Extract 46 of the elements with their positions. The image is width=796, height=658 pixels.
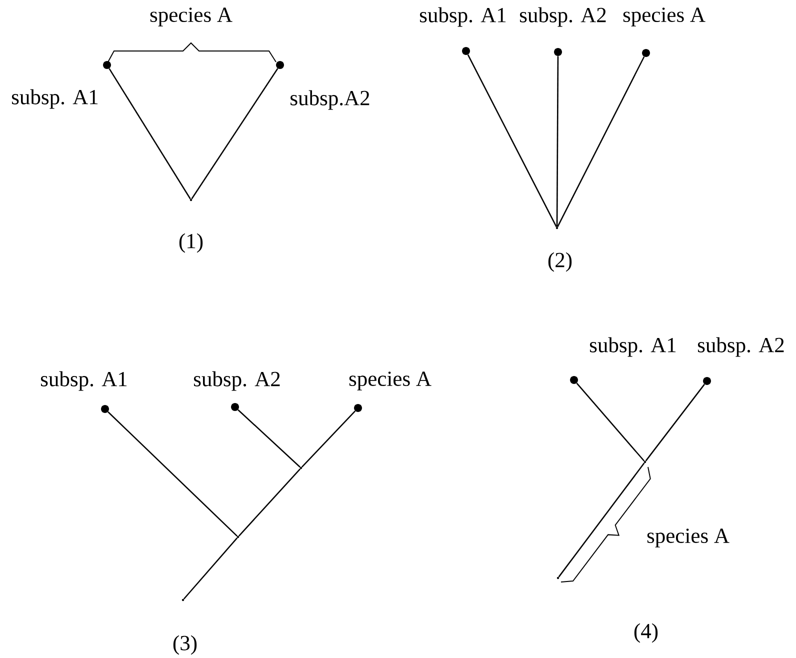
branch-line [556,56,559,227]
tip-dot [554,48,562,56]
branch-line [557,56,645,228]
branch-line [183,538,238,600]
tip-label: subsp. A2 [194,371,280,391]
panel-number: (1) [179,233,203,253]
tip-label: species A [623,8,706,26]
tip-label: subsp.A2 [290,90,370,110]
tip-dot [462,47,470,55]
branch-point [182,598,184,602]
branch-line [467,54,557,228]
branch-line [108,68,191,200]
tip-label: subsp. A1 [420,7,506,27]
branch-point [300,466,302,470]
tip-dot [103,61,111,69]
tip-dot [231,402,239,411]
branch-point [556,226,558,230]
branch-line [301,410,356,468]
brace-label: species A [647,528,730,548]
brace-label: species A [150,8,232,26]
tip-dot [101,404,109,413]
branch-line [191,68,278,200]
tip-label: subsp. A1 [40,371,127,391]
tip-dot [354,404,362,412]
branch-line [108,411,238,537]
tip-label: subsp. A2 [520,7,606,27]
branch-point [236,536,240,538]
branch-line [238,409,300,468]
branch-line [576,382,645,462]
branch-line [645,384,705,462]
tip-dot [703,376,711,385]
tip-dot [570,376,578,384]
tip-label: subsp. A1 [12,89,98,109]
tip-label: subsp. A1 [590,337,676,357]
branch-point [644,460,646,464]
panel-number: (2) [548,252,572,272]
tip-dot [276,61,284,69]
branch-line [558,462,645,578]
branch-point [556,576,560,580]
panel-number: (4) [634,623,658,643]
branch-point [190,198,192,202]
branch-line [238,468,301,536]
tip-label: species A [349,372,432,390]
tip-dot [642,49,650,57]
tip-label: subsp. A2 [698,337,784,357]
panel-number: (3) [173,635,197,655]
